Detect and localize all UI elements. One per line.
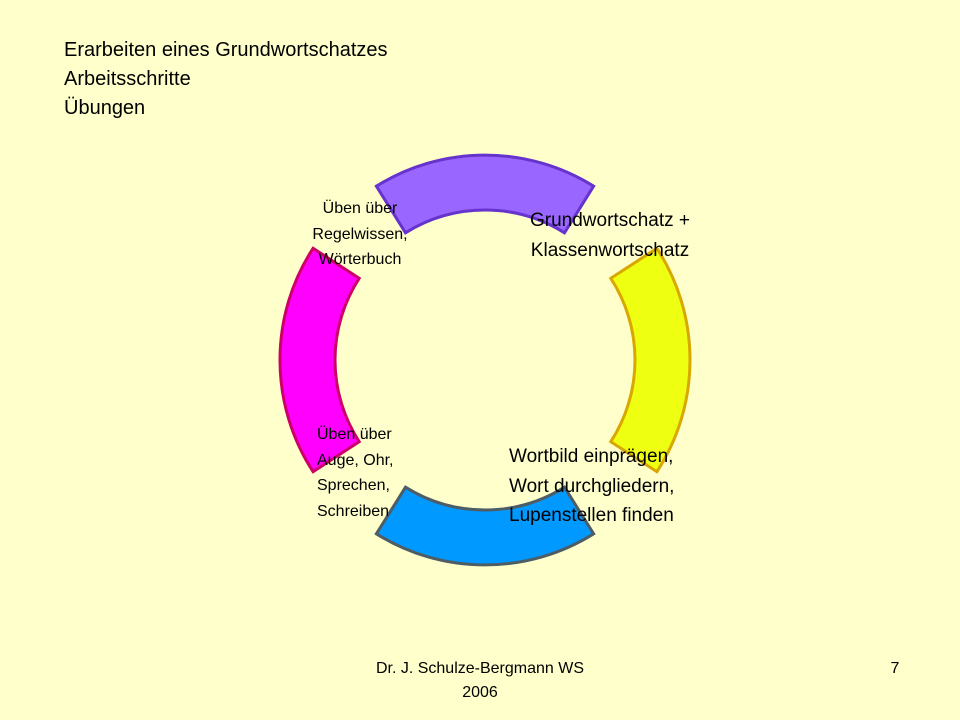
footer-author-line-1: Dr. J. Schulze-Bergmann WS [375,660,585,677]
label-wortbild-line-2: Wort durchgliedern, [509,475,675,497]
footer-author: Dr. J. Schulze-Bergmann WS 2006 [340,657,620,705]
label-wortbild-line-3: Lupenstellen finden [509,505,674,526]
title-line-1: Erarbeiten eines Grundwortschatzes [64,39,388,61]
label-wortbild: Wortbild einprägen, Wort durchgliedern, … [509,442,674,531]
title-line-2: Arbeitsschritte [64,68,191,90]
label-auge-line-3: Sprechen, [317,477,390,494]
slide-title: Erarbeiten eines Grundwortschatzes Arbei… [64,36,388,123]
label-regelwissen-line-2: Regelwissen, [312,225,408,243]
label-grundwortschatz: Grundwortschatz + Klassenwortschatz [490,206,730,266]
cycle-segment-right [608,246,692,474]
label-regelwissen: Üben über Regelwissen, Wörterbuch [280,196,440,273]
label-wortbild-line-1: Wortbild einprägen, [509,446,674,467]
label-auge-line-2: Auge, Ohr, [317,451,394,469]
label-auge-line-4: Schreiben [317,502,390,520]
cycle-segment-bottom [374,485,596,567]
label-regelwissen-line-1: Üben über [322,200,398,217]
label-auge-ohr: Üben über Auge, Ohr, Sprechen, Schreiben [317,422,394,524]
cycle-segment-top [374,153,596,235]
label-grundwortschatz-line-2: Klassenwortschatz [530,240,690,261]
page-number: 7 [890,660,900,677]
label-regelwissen-line-3: Wörterbuch [318,251,402,268]
title-line-3: Übungen [64,97,146,119]
label-auge-line-1: Üben über [317,426,392,443]
cycle-segment-left [278,246,362,474]
label-grundwortschatz-line-1: Grundwortschatz + [530,210,690,231]
footer-author-line-2: 2006 [462,684,498,701]
